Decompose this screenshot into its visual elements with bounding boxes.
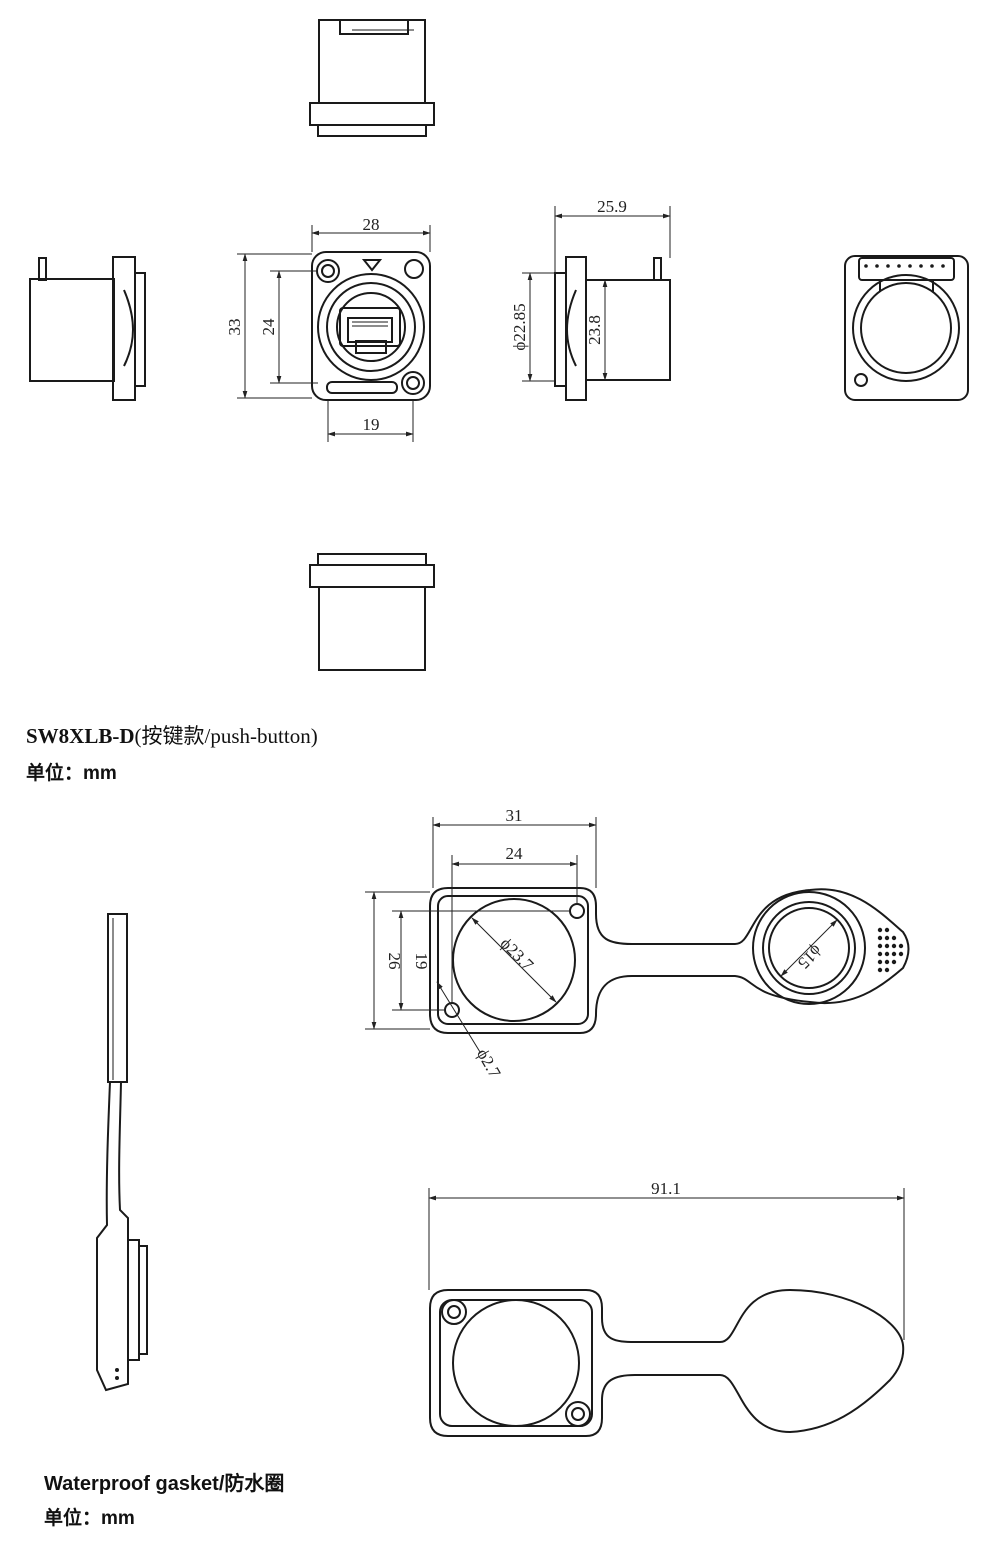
dim-gasket-width-31: 31: [506, 806, 523, 825]
model-caption: SW8XLB-D(按键款/push-button): [26, 720, 318, 750]
dim-body-height-23-8: 23.8: [585, 315, 604, 345]
grip-dots: [877, 927, 904, 973]
right-side-view: [554, 256, 671, 401]
dim-hole-spacing-24: 24: [259, 318, 278, 336]
gasket-caption: Waterproof gasket/防水圈: [44, 1473, 285, 1495]
dim-diameter-22-85: ϕ22.85: [510, 303, 529, 350]
gasket-side-view: [96, 913, 148, 1392]
dim-total-length-91-1: 91.1: [651, 1179, 681, 1198]
rear-view: [844, 255, 969, 401]
gasket-top-view: [429, 887, 910, 1034]
dim-bore-diameter-23-7: ϕ23.7: [496, 934, 537, 975]
left-side-view: [29, 256, 146, 401]
side-dimensions: 25.9 ϕ22.85 23.8: [510, 197, 671, 382]
gasket-dimensions: 31 24 26 19 ϕ23.7 ϕ2.7 ϕ15: [365, 806, 838, 1082]
dim-width-28: 28: [363, 215, 380, 234]
dim-cap-diameter-15: ϕ15: [794, 941, 826, 973]
front-dimensions: 28 33 24 19: [225, 215, 431, 442]
bottom-view: [309, 553, 435, 671]
gasket-bottom-view: [429, 1288, 905, 1437]
total-length-dimension: 91.1: [428, 1179, 905, 1340]
front-view: [311, 251, 431, 401]
unit-label-2: 单位：mm: [44, 1508, 135, 1529]
top-view: [309, 19, 435, 137]
dim-hole-diameter-2-7: ϕ2.7: [473, 1045, 505, 1081]
dim-depth-25-9: 25.9: [597, 197, 627, 216]
dim-gasket-hole-spacing-24: 24: [506, 844, 524, 863]
dim-height-33: 33: [225, 319, 244, 336]
dim-gasket-hole-spacing-19: 19: [412, 953, 431, 970]
dim-hole-spacing-19: 19: [363, 415, 380, 434]
unit-label-1: 单位：mm: [26, 763, 117, 784]
model-variant: (按键款/push-button): [134, 724, 318, 748]
model-name: SW8XLB-D: [26, 724, 135, 748]
